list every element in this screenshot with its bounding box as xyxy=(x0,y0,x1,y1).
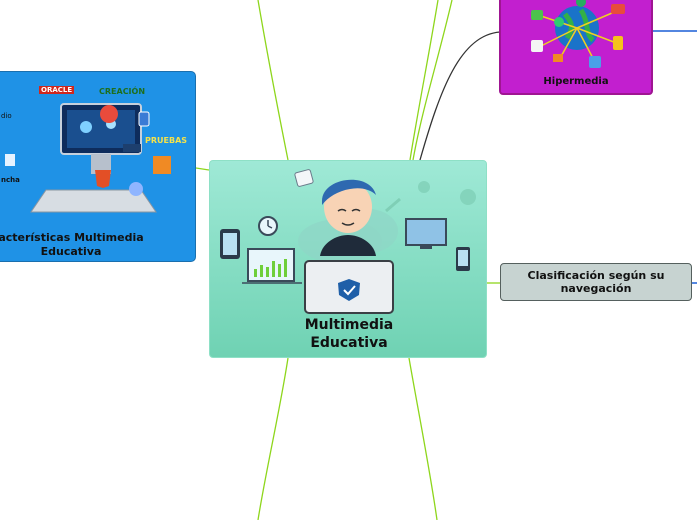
central-topic-title: Multimedia Educativa xyxy=(210,316,486,352)
clock-icon xyxy=(258,216,278,236)
chart-icon xyxy=(242,248,302,284)
logo-word-creacion: CREACIÓN xyxy=(99,87,146,96)
central-illustration xyxy=(220,169,476,314)
html5-icon xyxy=(95,170,111,188)
phone-icon xyxy=(456,247,470,271)
hipermedia-node[interactable]: Hipermedia xyxy=(499,0,653,95)
shield-icon xyxy=(338,279,360,301)
logo-word-dio: dio xyxy=(1,112,12,120)
clasificacion-label: Clasificación según su navegación xyxy=(527,269,665,295)
hipermedia-label: Hipermedia xyxy=(543,76,609,87)
caracteristicas-node[interactable]: ORACLE CREACIÓN PRUEBAS dio ncha acterís… xyxy=(0,71,196,262)
central-topic-node[interactable]: Multimedia Educativa xyxy=(209,160,487,358)
tablet-icon xyxy=(220,229,240,259)
logo-word-pruebas: PRUEBAS xyxy=(145,136,188,145)
laptop-icon xyxy=(304,260,394,314)
central-title-line1: Multimedia xyxy=(304,317,394,333)
clasificacion-node[interactable]: Clasificación según su navegación xyxy=(500,263,692,301)
monitor-icon xyxy=(405,218,447,249)
logo-word-oracle: ORACLE xyxy=(39,86,75,94)
caracteristicas-label-line2: Educativa xyxy=(40,245,102,258)
person-avatar-icon xyxy=(320,179,376,256)
computer-icon xyxy=(5,103,171,213)
logo-word-ncha: ncha xyxy=(1,176,20,184)
central-title-line2: Educativa xyxy=(310,335,388,351)
globe-icon xyxy=(531,0,625,68)
caracteristicas-label-line1: acterísticas Multimedia xyxy=(0,231,144,244)
caracteristicas-label: acterísticas Multimedia Educativa xyxy=(0,231,151,259)
